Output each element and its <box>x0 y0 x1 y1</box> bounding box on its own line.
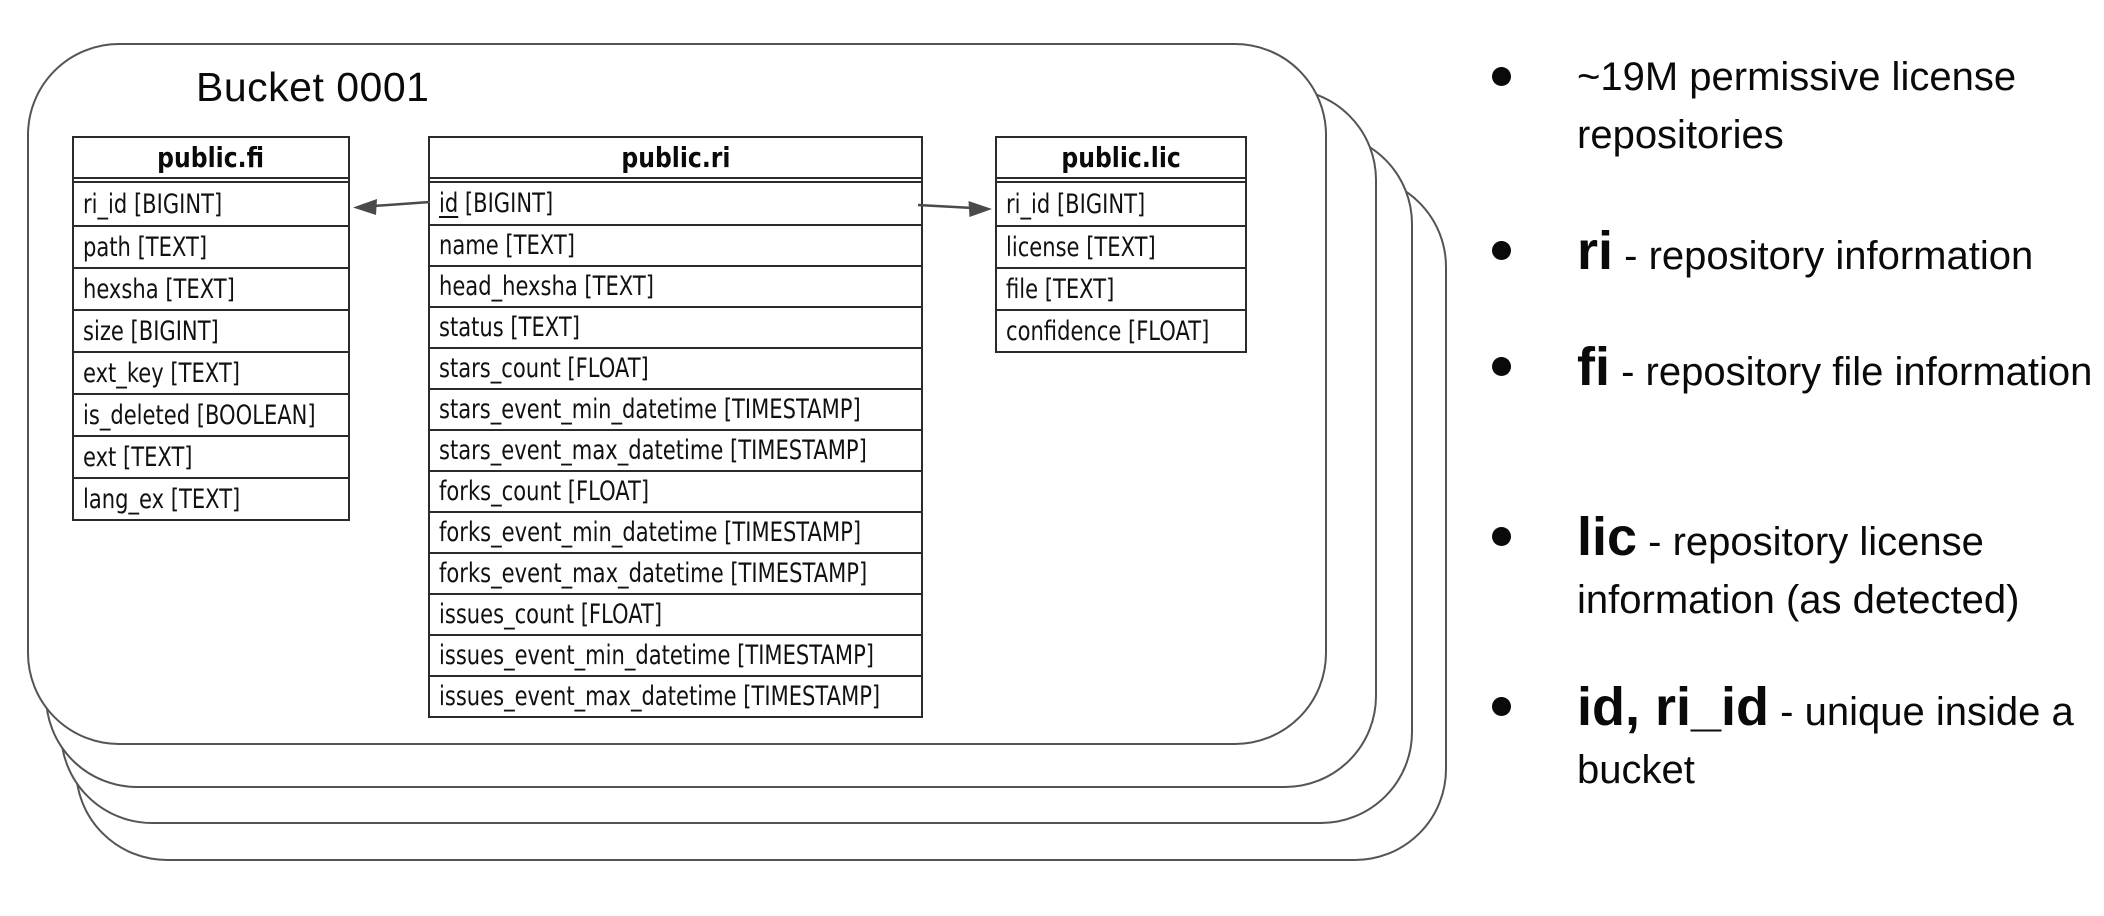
legend-item-text: ~19M permissive license repositories <box>1577 55 2017 157</box>
table-row: head_hexsha [TEXT] <box>430 265 921 306</box>
bullet-icon <box>1492 67 1511 86</box>
bullet-icon <box>1492 527 1511 546</box>
table-rows: id [BIGINT] name [TEXT]head_hexsha [TEXT]… <box>430 181 921 716</box>
table-rows: ri_id [BIGINT] path [TEXT]hexsha [TEXT]si… <box>74 181 348 519</box>
table-row: stars_count [FLOAT] <box>430 347 921 388</box>
table-rows: ri_id [BIGINT] license [TEXT]file [TEXT]c… <box>997 181 1245 351</box>
table-header: public.fi <box>74 138 348 179</box>
table-public-ri: public.ri id [BIGINT] name [TEXT]head_hexs… <box>428 136 923 718</box>
legend-item-text: lic - repository license information (as… <box>1577 507 2020 622</box>
bullet-icon <box>1492 697 1511 716</box>
legend-item-text: fi - repository file information <box>1577 337 2093 397</box>
table-header: public.ri <box>430 138 921 179</box>
legend-item: ri - repository information <box>1492 222 2104 285</box>
legend-term: id, ri_id <box>1577 677 1770 737</box>
bullet-icon <box>1492 241 1511 260</box>
table-row: path [TEXT] <box>74 225 348 267</box>
legend-item-text: ri - repository information <box>1577 221 2034 281</box>
table-row: forks_event_max_datetime [TIMESTAMP] <box>430 552 921 593</box>
table-row: forks_event_min_datetime [TIMESTAMP] <box>430 511 921 552</box>
table-row: ri_id [BIGINT] <box>83 188 223 220</box>
legend-item: lic - repository license information (as… <box>1492 508 2104 629</box>
table-row: stars_event_max_datetime [TIMESTAMP] <box>430 429 921 470</box>
table-row: hexsha [TEXT] <box>74 267 348 309</box>
table-row: file [TEXT] <box>997 267 1245 309</box>
table-row: issues_event_min_datetime [TIMESTAMP] <box>430 634 921 675</box>
table-row: lang_ex [TEXT] <box>74 477 348 519</box>
table-row: name [TEXT] <box>430 224 921 265</box>
table-row: ri_id [BIGINT] <box>1006 188 1146 220</box>
table-public-lic: public.lic ri_id [BIGINT] license [TEXT]fi… <box>995 136 1247 353</box>
table-row: is_deleted [BOOLEAN] <box>74 393 348 435</box>
table-public-fi: public.fi ri_id [BIGINT] path [TEXT]hexsha… <box>72 136 350 521</box>
table-row: status [TEXT] <box>430 306 921 347</box>
table-row: issues_event_max_datetime [TIMESTAMP] <box>430 675 921 716</box>
table-row: forks_count [FLOAT] <box>430 470 921 511</box>
table-row: id [BIGINT] <box>439 188 554 219</box>
table-row: ext_key [TEXT] <box>74 351 348 393</box>
table-row: issues_count [FLOAT] <box>430 593 921 634</box>
bullet-icon <box>1492 357 1511 376</box>
table-header: public.lic <box>997 138 1245 179</box>
bucket-title: Bucket 0001 <box>196 64 430 110</box>
legend-term: ri <box>1577 221 1614 281</box>
table-row: confidence [FLOAT] <box>997 309 1245 351</box>
primary-key-label: id <box>439 188 459 219</box>
table-row: size [BIGINT] <box>74 309 348 351</box>
legend-item: fi - repository file information <box>1492 338 2104 401</box>
table-row: license [TEXT] <box>997 225 1245 267</box>
table-row: ext [TEXT] <box>74 435 348 477</box>
legend-term: fi <box>1577 337 1610 397</box>
legend-term: lic <box>1577 507 1638 567</box>
legend-item: id, ri_id - unique inside a bucket <box>1492 678 2104 799</box>
legend-item: ~19M permissive license repositories <box>1492 48 2104 164</box>
legend-item-text: id, ri_id - unique inside a bucket <box>1577 677 2074 792</box>
table-row: stars_event_min_datetime [TIMESTAMP] <box>430 388 921 429</box>
